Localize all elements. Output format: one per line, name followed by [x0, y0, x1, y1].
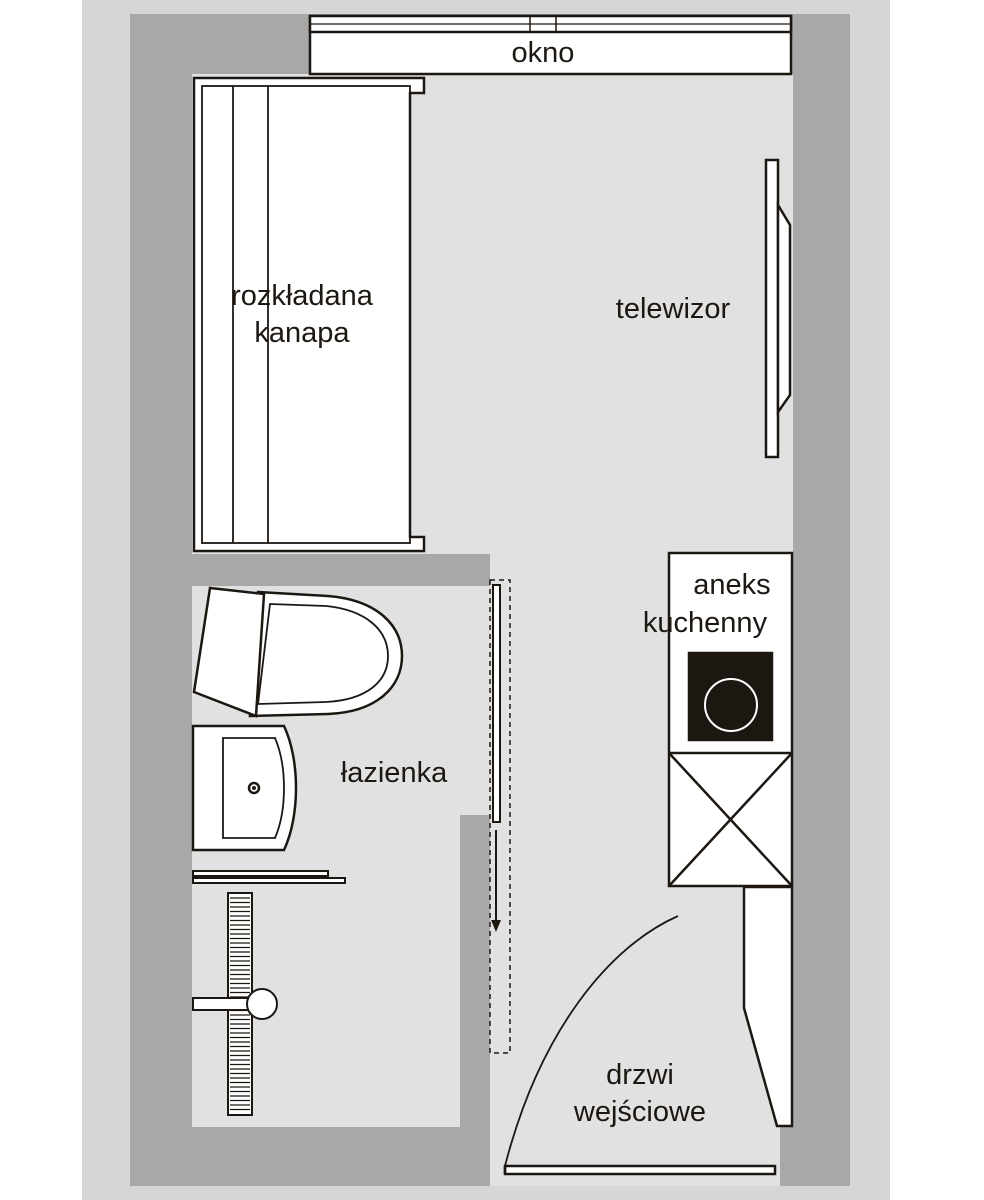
toilet-icon [192, 586, 404, 718]
partition-wall-vertical [460, 815, 490, 1176]
sofa-bed-icon [192, 76, 426, 553]
hallway-shelf [742, 885, 794, 1128]
sofa-label-line2: kanapa [254, 317, 350, 349]
door-label-line2: wejściowe [573, 1096, 706, 1128]
kitchenette [667, 551, 794, 888]
entrance-door-icon [503, 915, 777, 1176]
window-label: okno [512, 37, 575, 69]
sofa-label-line1: rozkładana [231, 280, 374, 312]
sink-icon [191, 724, 298, 852]
kitchen-label-line1: aneks [693, 569, 770, 601]
partition-wall-horizontal [192, 554, 490, 586]
kitchen-label-line2: kuchenny [643, 607, 768, 639]
sliding-door-icon [489, 579, 511, 1054]
shower-icon [192, 870, 346, 1116]
bathroom-label: łazienka [341, 757, 448, 789]
cabinet-icon [668, 752, 793, 887]
right-wall-lower [780, 1127, 793, 1176]
tv-icon [764, 158, 792, 459]
door-label-line1: drzwi [606, 1059, 674, 1091]
bathroom-bottom-wall [192, 1127, 460, 1176]
window-icon [308, 14, 793, 76]
hob-icon [687, 651, 774, 742]
tv-label: telewizor [616, 293, 731, 325]
